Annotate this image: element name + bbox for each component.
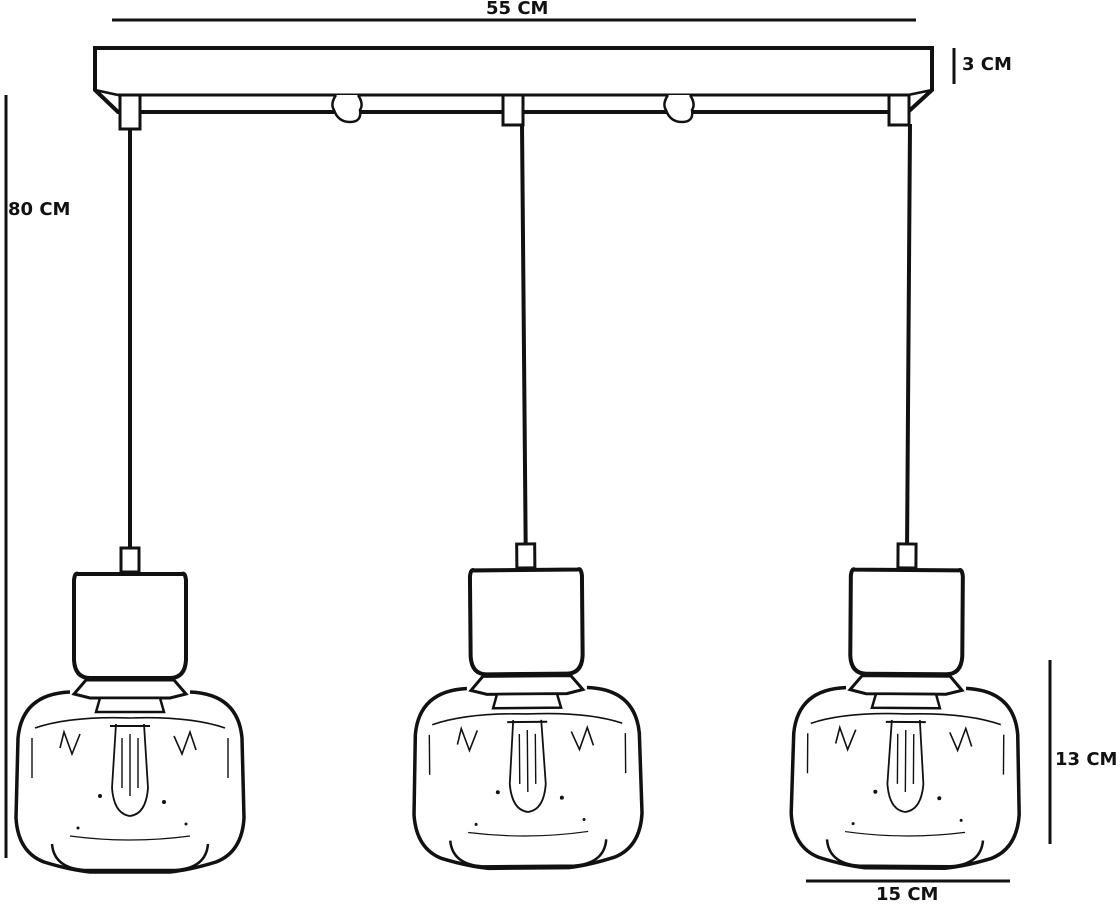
pendant-right <box>788 121 1026 871</box>
canopy-height-label: 3 CM <box>962 54 1012 75</box>
pendant-center <box>406 121 645 871</box>
shade-width-label: 15 CM <box>876 884 939 905</box>
canopy-width-label: 55 CM <box>486 0 549 19</box>
shade-height-label: 13 CM <box>1055 749 1118 770</box>
ceiling-canopy <box>93 46 934 131</box>
pendant-left <box>14 126 246 874</box>
cable-drop-label: 80 CM <box>8 199 71 220</box>
